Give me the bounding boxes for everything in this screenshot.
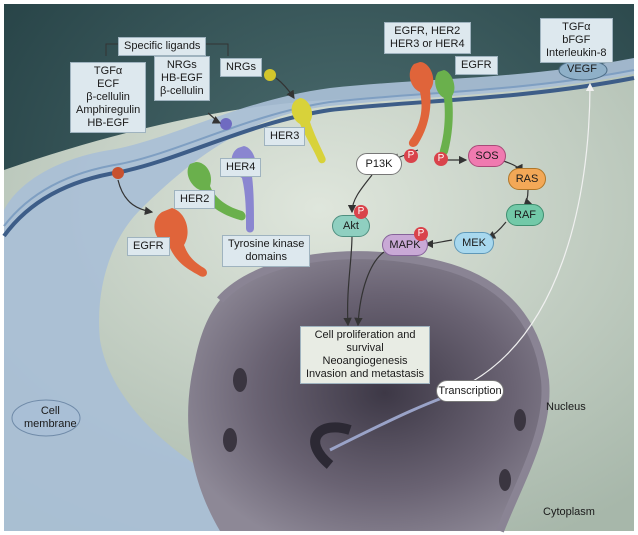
arrow-ligand-egfr <box>117 179 154 215</box>
mek-node: MEK <box>454 232 494 254</box>
her2-receptor <box>187 162 246 221</box>
partner-line: EGFR, HER2 <box>394 25 461 37</box>
ligand-her3 <box>264 69 276 81</box>
egfr-partner-receptor <box>435 70 455 156</box>
her3-ligand-label: NRGs <box>220 58 262 77</box>
specific-ligands-label: Specific ligands <box>118 37 207 56</box>
her3-label: HER3 <box>264 127 306 146</box>
ligand-name: TGFα <box>93 65 123 77</box>
factor-line: TGFα <box>562 21 591 33</box>
outcome-line: survival <box>346 342 384 354</box>
ligand-name: β-cellulin <box>160 85 204 97</box>
egfr-bottom-label: EGFR <box>127 237 170 256</box>
factor-line: Interleukin-8 <box>546 47 607 59</box>
nuclear-pore <box>514 409 526 431</box>
egfr-receptor-top <box>408 62 434 147</box>
ligand-name: HB-EGF <box>161 72 203 84</box>
membrane-inner-edge <box>2 76 635 238</box>
arrow-ligand-her4 <box>207 112 222 124</box>
outcome-line: Neoangiogenesis <box>322 355 408 367</box>
secreted-factors-label: TGFα bFGF Interleukin-8 <box>540 18 613 63</box>
arrow-transcription-vegf <box>459 82 595 389</box>
akt-node: Akt <box>332 215 370 237</box>
cell-membrane-shape <box>4 58 634 531</box>
nuclear-pore <box>233 368 247 392</box>
cell-membrane-label: Cell membrane <box>24 405 77 431</box>
membrane-bilayer-line <box>3 69 635 227</box>
vegf-label: VEGF <box>567 63 597 75</box>
egfr-top-label: EGFR <box>455 56 498 75</box>
egfr-partners-label: EGFR, HER2 HER3 or HER4 <box>384 22 471 54</box>
sos-node: SOS <box>468 145 506 167</box>
nuclear-pore <box>223 428 237 452</box>
phospho-marker: P <box>404 149 418 163</box>
outcomes-box: Cell proliferation and survival Neoangio… <box>300 326 431 384</box>
arrow-mapk-outcomes <box>354 251 385 327</box>
phospho-marker: P <box>414 227 428 241</box>
cytoplasm-label: Cytoplasm <box>543 506 595 518</box>
egfr-ligand-list: TGFα ECF β-cellulin Amphiregulin HB-EGF <box>70 62 147 133</box>
ligand-name: β-cellulin <box>86 91 130 103</box>
tk-line: domains <box>245 251 287 263</box>
tk-line: Tyrosine kinase <box>228 238 305 250</box>
chromatin <box>310 422 352 469</box>
p13k-node: P13K <box>356 153 402 175</box>
nucleus-label: Nucleus <box>546 401 586 413</box>
ligand-name: NRGs <box>166 59 197 71</box>
arrow-ligand-her3 <box>275 77 295 99</box>
cell-membrane-bubble <box>11 399 81 437</box>
her2-label: HER2 <box>174 190 216 209</box>
partner-line: HER3 or HER4 <box>390 38 465 50</box>
outcome-line: Invasion and metastasis <box>306 368 425 380</box>
her3-receptor <box>291 98 326 164</box>
raf-node: RAF <box>506 204 544 226</box>
factor-line: bFGF <box>562 34 591 46</box>
phospho-marker: P <box>434 152 448 166</box>
outcome-line: Cell proliferation and <box>314 329 416 341</box>
egfr-receptor-left <box>154 208 207 277</box>
nuclear-pore <box>499 469 511 491</box>
phospho-marker: P <box>354 205 368 219</box>
arrow-p13k-akt <box>347 174 373 214</box>
tyrosine-kinase-label: Tyrosine kinase domains <box>222 235 311 267</box>
her4-label: HER4 <box>220 158 262 177</box>
ligand-name: Amphiregulin <box>76 104 141 116</box>
ligand-egfr <box>112 167 124 179</box>
arrow-akt-outcomes <box>343 235 353 327</box>
ras-node: RAS <box>508 168 546 190</box>
mapk-node: MAPK <box>382 234 428 256</box>
her4-ligand-list: NRGs HB-EGF β-cellulin <box>154 56 210 101</box>
ligand-name: ECF <box>97 78 120 90</box>
nucleus-shape <box>188 255 546 532</box>
ligand-name: HB-EGF <box>87 117 129 129</box>
ligand-her4 <box>220 118 232 130</box>
membrane-line: Cell <box>40 405 60 417</box>
transcription-label: Transcription <box>436 380 504 402</box>
membrane-line: membrane <box>24 418 77 430</box>
